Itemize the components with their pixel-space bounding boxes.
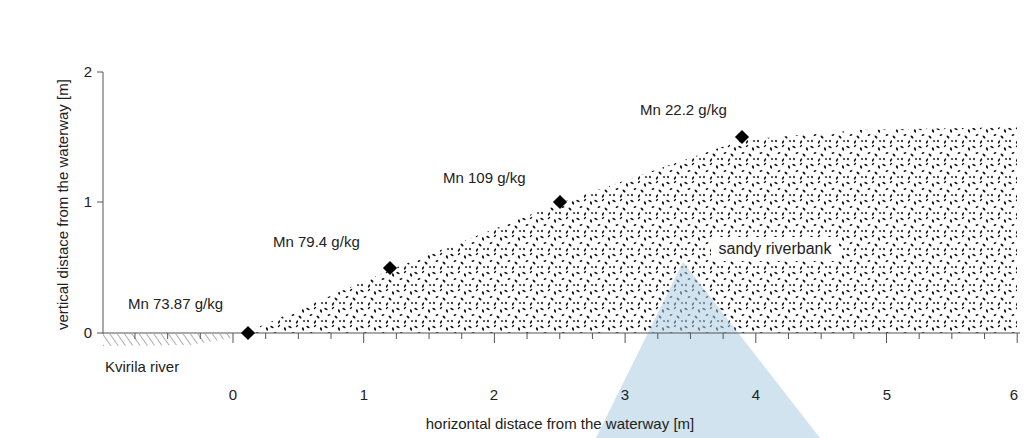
axis-tick [723,333,724,339]
axis-tick [559,333,560,339]
axis-tick-label: 1 [84,193,92,210]
axis-tick [1017,333,1018,343]
axis-tick [265,333,266,339]
axis-tick [167,333,168,339]
sample-points [241,130,749,340]
axis-title: vertical distace from the waterway [m] [53,80,70,331]
axis-tick [853,333,854,339]
sample-value: Mn 22.2 g/kg [640,101,727,118]
axis-tick-label: 3 [621,386,629,403]
axis-title: horizontal distace from the waterway [m] [426,415,694,432]
axes [97,72,1020,334]
axis-tick [690,333,691,339]
sample-marker [241,326,255,340]
axis-tick [331,333,332,339]
axis-tick [527,333,528,339]
axis-tick [461,333,462,339]
axis-tick [233,333,234,343]
axis-tick [886,333,887,343]
axis-tick [363,333,364,343]
axis-tick [657,333,658,339]
axis-tick-label: 0 [84,324,92,341]
axis-tick [592,333,593,339]
sample-value: Mn 73.87 g/kg [128,295,223,312]
axis-ticks [135,333,1017,343]
axis-tick [625,333,626,343]
sample-marker [735,130,749,144]
axis-tick [494,333,495,343]
axis-tick-label: 0 [229,386,237,403]
river-name: Kvirila river [105,358,179,375]
sample-value: Mn 79.4 g/kg [273,233,360,250]
river-water [103,334,232,346]
axis-tick-label: 1 [360,386,368,403]
axis-tick [951,333,952,339]
axis-tick [755,333,756,343]
axis-tick [821,333,822,339]
region-label-box: sandy riverbank [711,237,840,261]
region-label: sandy riverbank [719,240,832,257]
axis-tick-label: 2 [490,386,498,403]
axis-tick [200,333,201,339]
riverbank-sand [245,127,1017,333]
axis-tick [429,333,430,339]
sample-marker [553,195,567,209]
axis-tick [396,333,397,339]
sample-marker [383,261,397,275]
sample-value: Mn 109 g/kg [443,169,526,186]
axis-tick [134,333,135,339]
axis-tick-label: 2 [84,63,92,80]
axis-tick-label: 4 [752,386,760,403]
axis-tick [298,333,299,339]
axis-tick-label: 6 [1010,386,1018,403]
axis-tick [788,333,789,339]
axis-tick [919,333,920,339]
overlay-triangle [596,262,820,438]
axis-tick [984,333,985,339]
axis-tick-label: 5 [883,386,891,403]
